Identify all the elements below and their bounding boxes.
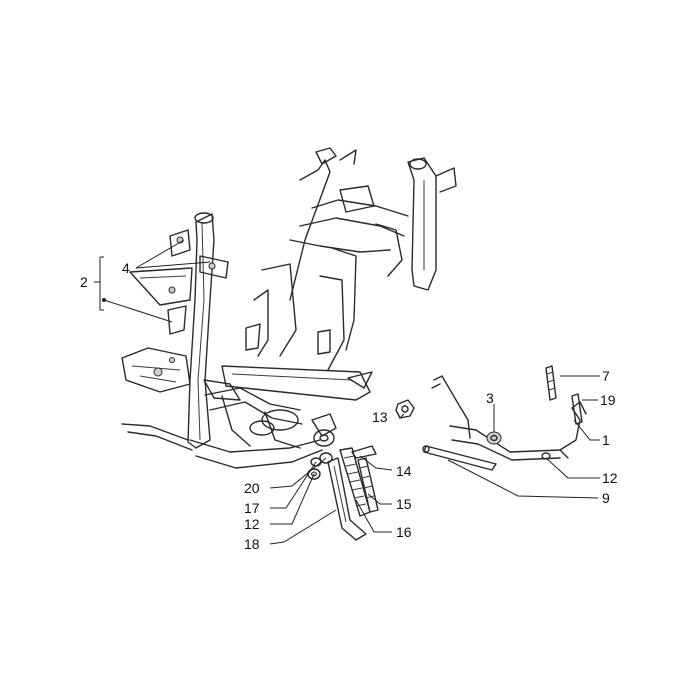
rear-frame-loop [245,147,457,371]
callout-7: 7 [602,368,610,384]
stand-spring-small [357,457,379,513]
callout-4: 4 [122,260,130,276]
floor-footrest-frame [121,387,323,469]
center-stand-spring [545,365,557,401]
callout-15: 15 [396,496,412,512]
center-stand-bushing [486,431,502,445]
callout-9: 9 [602,490,610,506]
callout-3: 3 [486,390,494,406]
callout-20: 20 [244,480,260,496]
front-head-tube [187,212,215,449]
callout-12-left: 12 [244,516,260,532]
callout-17: 17 [244,500,260,516]
spring-plate [351,445,377,459]
center-crossmember [203,365,373,401]
leader-lines [269,375,600,545]
callout-1: 1 [602,432,610,448]
front-bracket-upper [169,229,229,279]
callout-12-right: 12 [602,470,618,486]
lower-front-bracket [121,347,191,393]
leader-group-2-4 [94,239,211,323]
callout-13: 13 [372,409,388,425]
callout-19: 19 [600,392,616,408]
callout-2: 2 [80,274,88,290]
center-stand [431,375,587,461]
center-stand-pivot-bolt [422,445,497,471]
callout-16: 16 [396,524,412,540]
nut-13 [395,399,415,419]
side-stand [327,457,367,541]
callout-18: 18 [244,536,260,552]
front-gusset-plate [129,267,193,335]
center-stand-washer [541,452,551,460]
callout-labels: 2 4 3 7 19 1 12 9 13 14 15 16 20 17 12 1… [80,260,618,552]
center-pivot-block [311,413,337,447]
callout-14: 14 [396,463,412,479]
center-stand-pad [571,393,583,425]
